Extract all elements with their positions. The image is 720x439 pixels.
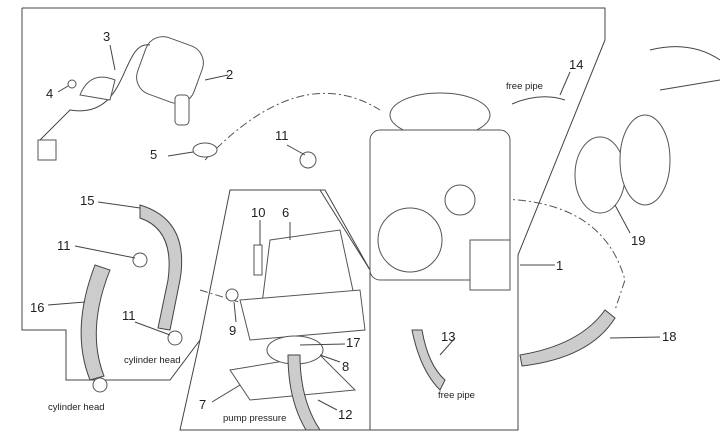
callout-8: 8	[342, 359, 350, 374]
callout-16: 16	[30, 300, 45, 315]
intake-manifold	[649, 46, 720, 91]
hose-clamp	[574, 136, 626, 214]
sensor-tip	[174, 94, 190, 126]
callout-2: 2	[226, 67, 234, 82]
callout-1: 1	[556, 258, 564, 273]
clamp-11	[92, 377, 108, 393]
routing-line	[204, 92, 381, 161]
hose-18	[519, 309, 616, 367]
callout-3: 3	[103, 29, 111, 44]
callout-11: 11	[122, 308, 136, 323]
callout-18: 18	[662, 329, 677, 344]
callout-15: 15	[80, 193, 95, 208]
callout-19: 19	[631, 233, 646, 248]
bolt-10	[253, 244, 263, 276]
callout-12: 12	[338, 407, 353, 422]
screw-4	[67, 79, 77, 89]
callout-7: 7	[199, 397, 207, 412]
note-free-pipe: free pipe	[438, 390, 475, 401]
clamp-11	[132, 252, 148, 268]
callout-6: 6	[282, 205, 290, 220]
hose-13	[411, 329, 446, 391]
hose-15	[139, 204, 183, 331]
note-cylinder-head: cylinder head	[124, 355, 181, 366]
bracket-3	[79, 76, 116, 101]
carb-float	[377, 207, 443, 273]
hose-16	[80, 264, 111, 381]
carb-port	[444, 184, 476, 216]
carb-bowl	[469, 239, 511, 291]
callout-17: 17	[346, 335, 361, 350]
leader-lines	[47, 44, 661, 411]
note-free-pipe: free pipe	[506, 81, 543, 92]
inner-panel-outline	[179, 189, 371, 431]
intake-boot	[619, 114, 671, 206]
clamp-11	[167, 330, 183, 346]
sensor-body	[136, 36, 204, 104]
hose-12	[287, 354, 321, 431]
note-cylinder-head: cylinder head	[48, 402, 105, 413]
callout-11: 11	[275, 128, 289, 143]
callout-4: 4	[46, 86, 54, 101]
callout-13: 13	[441, 329, 456, 344]
pump-base	[239, 289, 366, 341]
callout-11: 11	[57, 238, 71, 253]
sensor-wire	[39, 44, 151, 141]
o-ring-5	[192, 142, 218, 158]
clamp-11	[299, 151, 317, 169]
hose-14	[511, 96, 566, 105]
screw-9	[225, 288, 239, 302]
callout-14: 14	[569, 57, 584, 72]
callout-5: 5	[150, 147, 158, 162]
connector	[37, 139, 57, 161]
callout-10: 10	[251, 205, 266, 220]
note-pump-pressure: pump pressure	[223, 413, 287, 424]
callout-9: 9	[229, 323, 237, 338]
